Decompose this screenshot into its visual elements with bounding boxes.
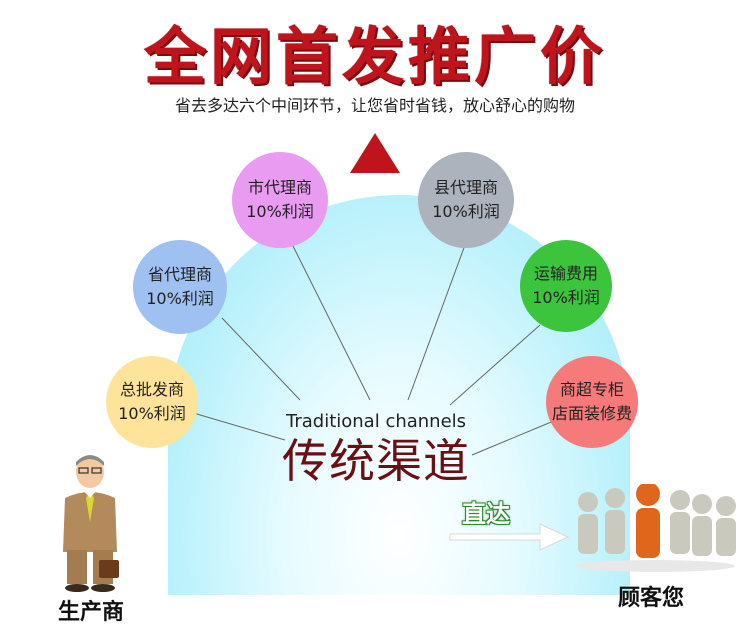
up-arrow-icon: [350, 133, 400, 173]
node-transport-title: 运输费用: [533, 264, 598, 283]
connector-county: [407, 244, 466, 401]
node-county-title: 县代理商: [433, 178, 498, 197]
node-wholesale-title: 总批发商: [119, 380, 184, 399]
direct-arrow-icon: [449, 523, 570, 551]
node-store: 商超专柜 店面装修费: [546, 356, 638, 448]
customers-group-icon: [575, 484, 736, 572]
node-province-profit: 10%利润: [146, 289, 214, 308]
producer-label: 生产商: [58, 600, 125, 625]
connector-province: [221, 317, 301, 401]
connector-transport: [449, 324, 541, 406]
connector-wholesale: [189, 411, 286, 441]
main-title: 全网首发推广价: [143, 20, 606, 93]
traditional-channels-chinese: 传统渠道: [282, 434, 470, 488]
node-store-extra: 店面装修费: [551, 404, 632, 423]
connector-store: [471, 419, 557, 456]
node-transport-profit: 10%利润: [532, 288, 600, 307]
node-store-title: 商超专柜: [559, 380, 624, 399]
node-province: 省代理商 10%利润: [133, 240, 227, 334]
node-wholesale: 总批发商 10%利润: [106, 356, 198, 448]
node-transport: 运输费用 10%利润: [520, 240, 612, 332]
node-city-title: 市代理商: [247, 178, 312, 197]
node-county: 县代理商 10%利润: [418, 152, 514, 248]
direct-label: 直达: [462, 500, 510, 528]
node-wholesale-profit: 10%利润: [118, 404, 186, 423]
node-county-profit: 10%利润: [432, 202, 500, 221]
connector-city: [289, 239, 371, 401]
traditional-channels-english: Traditional channels: [286, 411, 467, 432]
customer-label: 顾客您: [618, 586, 685, 611]
producer-businessman-icon: [63, 455, 119, 592]
node-city-profit: 10%利润: [246, 202, 314, 221]
node-city: 市代理商 10%利润: [232, 152, 328, 248]
subtitle: 省去多达六个中间环节，让您省时省钱，放心舒心的购物: [174, 96, 575, 115]
node-province-title: 省代理商: [147, 265, 212, 284]
